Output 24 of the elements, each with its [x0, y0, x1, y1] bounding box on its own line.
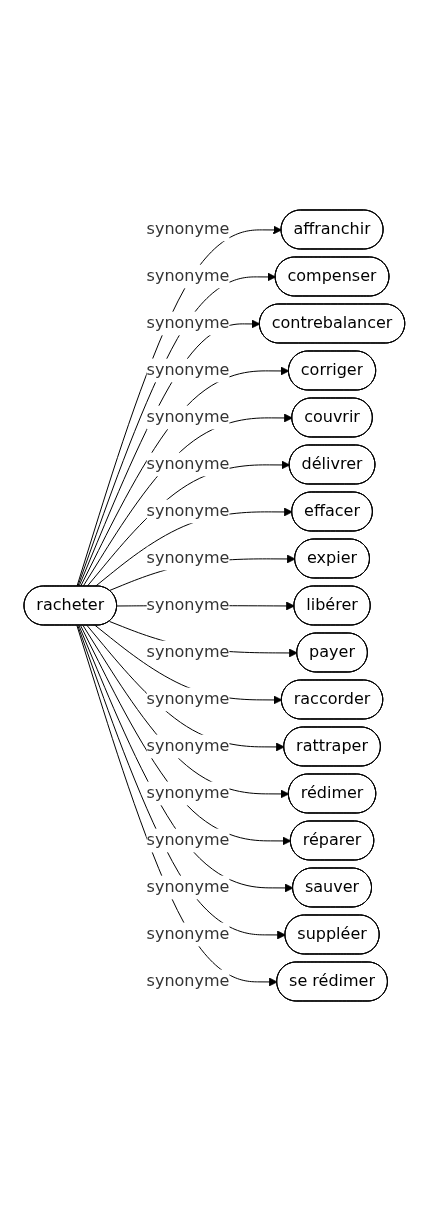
arrow: [80, 625, 292, 846]
edge-label: synonyme: [146, 454, 230, 474]
arrow: [86, 460, 291, 587]
edge-label: synonyme: [146, 971, 230, 991]
edge-label: synonyme: [146, 924, 230, 944]
edge-label: synonyme: [146, 642, 230, 662]
edge-label: synonyme: [146, 219, 230, 239]
edge-label: synonyme: [146, 595, 230, 615]
edge-label: synonyme: [146, 313, 230, 333]
arrow: [94, 507, 293, 587]
arrow: [86, 625, 285, 752]
edge-label: synonyme: [146, 360, 230, 380]
edge-label: synonyme: [146, 407, 230, 427]
arrow: [80, 366, 290, 587]
edge-label: synonyme: [146, 548, 230, 568]
edge-label: synonyme: [146, 266, 230, 286]
arrow: [94, 625, 283, 705]
edge-label: synonyme: [146, 877, 230, 897]
edge-label: synonyme: [146, 501, 230, 521]
edge-label: synonyme: [146, 689, 230, 709]
arrow: [82, 413, 293, 587]
edge-label: synonyme: [146, 783, 230, 803]
edge-label: synonyme: [146, 736, 230, 756]
edge-label: synonyme: [146, 830, 230, 850]
